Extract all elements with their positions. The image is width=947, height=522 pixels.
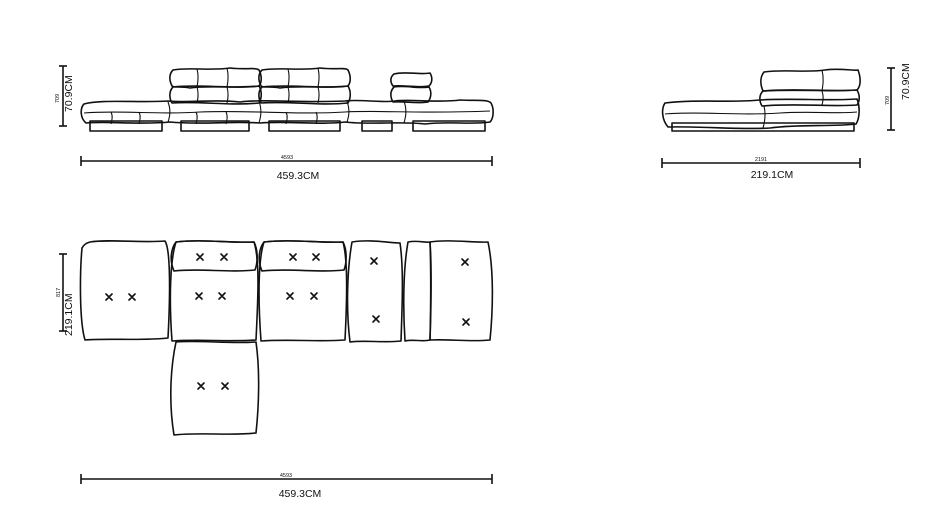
top-module-5-arm bbox=[402, 240, 432, 342]
front-seat-tuft-6 bbox=[315, 111, 318, 125]
front-base-4 bbox=[361, 120, 393, 132]
side-back-upper bbox=[760, 68, 861, 92]
front-height-cm: 70.9CM bbox=[63, 75, 75, 112]
top-module-3 bbox=[258, 240, 348, 342]
tuft-module-1 bbox=[105, 293, 136, 301]
front-base-5 bbox=[412, 120, 486, 132]
front-width-mm: 4593 bbox=[281, 155, 293, 161]
top-width-mm: 4593 bbox=[280, 473, 292, 479]
tuft-module-3-back bbox=[289, 253, 320, 261]
side-base bbox=[671, 122, 855, 132]
front-base-2 bbox=[180, 120, 250, 132]
front-base-1 bbox=[89, 120, 163, 132]
front-seat-div-1 bbox=[167, 101, 171, 123]
tuft-module-4 bbox=[370, 257, 380, 323]
front-seat-tuft-5 bbox=[285, 111, 288, 125]
side-width-cm: 219.1CM bbox=[751, 169, 794, 181]
top-depth-cm: 219.1CM bbox=[63, 293, 75, 336]
front-seat-seam bbox=[83, 110, 491, 114]
side-width-mm: 2191 bbox=[755, 157, 767, 163]
top-module-4 bbox=[346, 240, 404, 343]
tuft-module-2-back bbox=[196, 253, 228, 261]
side-back-seams bbox=[821, 69, 824, 106]
front-seat-row bbox=[80, 99, 494, 125]
front-seat-tuft-2 bbox=[138, 111, 141, 125]
front-seat-div-4 bbox=[403, 100, 407, 124]
front-view: 709 70.9CM 4593 459.3CM bbox=[55, 65, 494, 182]
top-module-5 bbox=[429, 240, 494, 342]
side-height-mm: 709 bbox=[885, 96, 891, 105]
front-seat-tuft-3 bbox=[195, 111, 198, 125]
front-back-left-seams bbox=[196, 67, 229, 104]
tuft-module-6 bbox=[197, 382, 229, 390]
front-back-cushion-top-right bbox=[258, 67, 352, 89]
tuft-module-5 bbox=[461, 258, 470, 326]
front-base-3 bbox=[268, 120, 341, 132]
front-width-cm: 459.3CM bbox=[277, 170, 320, 182]
front-seat-tuft-1 bbox=[110, 111, 113, 125]
top-module-6 bbox=[170, 340, 260, 436]
side-height-cm: 70.9CM bbox=[900, 63, 912, 100]
front-back-right-seams bbox=[287, 67, 320, 104]
tuft-module-2-seat bbox=[195, 292, 226, 300]
top-module-2 bbox=[169, 240, 259, 342]
side-back-lower bbox=[759, 89, 861, 107]
front-height-mm: 709 bbox=[55, 94, 61, 103]
top-depth-mm: 817 bbox=[56, 288, 62, 297]
front-small-cushion-bottom bbox=[390, 85, 432, 104]
top-module-2-back bbox=[170, 240, 258, 272]
front-back-cushion-mid-right bbox=[258, 85, 352, 105]
top-view: 817 219.1CM 4593 459.3CM bbox=[56, 240, 494, 500]
top-module-1 bbox=[79, 240, 171, 341]
side-seat-divider bbox=[762, 105, 766, 129]
tufting-marks bbox=[105, 253, 470, 390]
front-small-cushion-top bbox=[390, 72, 433, 88]
front-seat-tuft-4 bbox=[225, 111, 228, 125]
side-seat-seam bbox=[664, 111, 858, 115]
front-back-cushion-top-left bbox=[169, 67, 263, 89]
top-width-cm: 459.3CM bbox=[279, 488, 322, 500]
side-view: 709 70.9CM 2191 219.1CM bbox=[661, 63, 912, 181]
tuft-module-3-seat bbox=[286, 292, 318, 300]
top-module-3-back bbox=[258, 240, 347, 272]
